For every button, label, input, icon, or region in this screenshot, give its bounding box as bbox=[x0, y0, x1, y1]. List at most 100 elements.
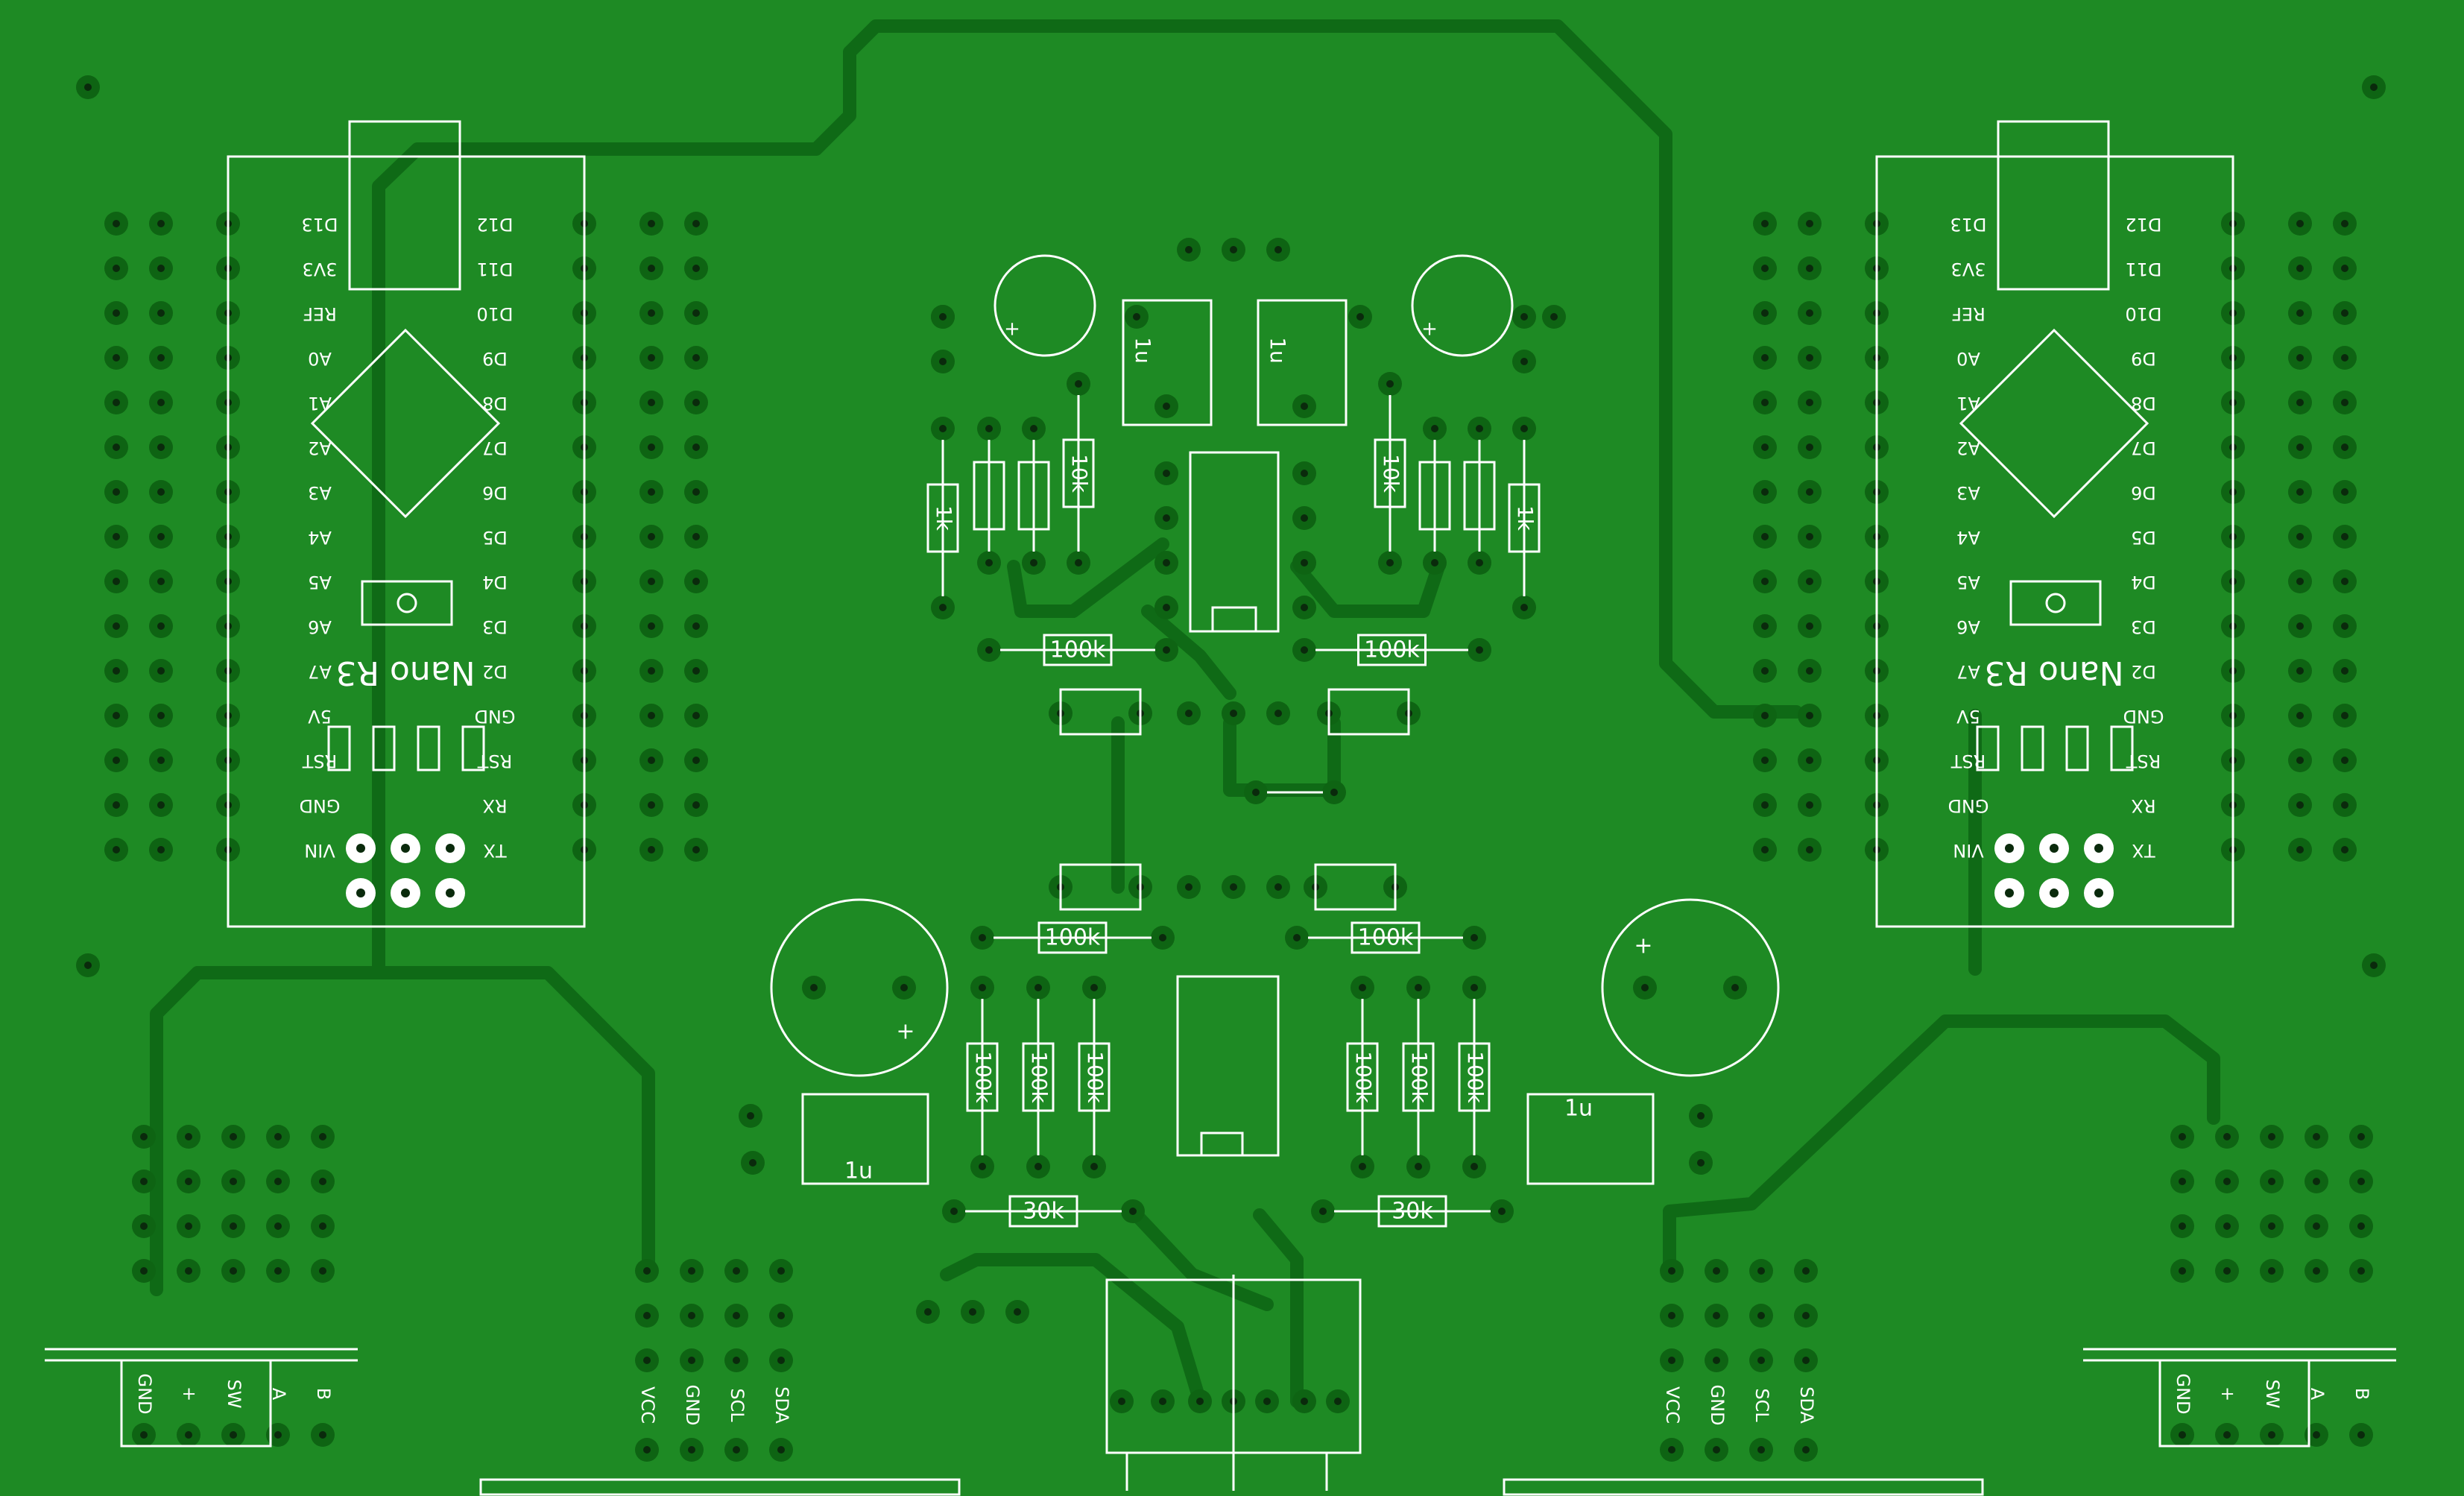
pad-hole bbox=[1263, 1398, 1271, 1405]
encoder-label-a: A bbox=[2307, 1388, 2328, 1401]
pad-hole bbox=[2341, 309, 2348, 317]
pin-label-gnd: GND bbox=[2123, 706, 2164, 727]
pad-hole bbox=[113, 622, 120, 630]
pin-label-a0: A0 bbox=[308, 348, 332, 369]
pad-hole bbox=[113, 533, 120, 540]
led-outline bbox=[461, 725, 485, 771]
pad-hole bbox=[1761, 399, 1769, 406]
pad-hole bbox=[84, 962, 92, 969]
pad-hole bbox=[2313, 1178, 2320, 1185]
icsp-hole bbox=[2050, 844, 2059, 853]
resistor-10k-left-value: 10k bbox=[1067, 454, 1092, 493]
pin-label-d9: D9 bbox=[2131, 348, 2156, 369]
pad-hole bbox=[274, 1178, 282, 1185]
resistor-1k-right bbox=[1508, 483, 1541, 553]
pad-hole bbox=[749, 1159, 756, 1167]
resistor-100k-vert-r2 bbox=[1402, 1042, 1435, 1112]
pad-hole bbox=[1757, 1446, 1765, 1454]
ic-notch-upper bbox=[1211, 606, 1257, 633]
mcu-chip-outline-left bbox=[310, 328, 501, 519]
pad-hole bbox=[2268, 1133, 2275, 1140]
pad-hole bbox=[1274, 883, 1282, 891]
pad-hole bbox=[692, 801, 700, 809]
resistor-100k-lower-right-value: 100k bbox=[1358, 925, 1414, 951]
resistor-1k-left bbox=[926, 483, 959, 553]
diode-left-b bbox=[1017, 461, 1050, 531]
pad-hole bbox=[643, 1446, 651, 1454]
pad-hole bbox=[1470, 934, 1478, 941]
pad-hole bbox=[157, 533, 165, 540]
pad-hole bbox=[1163, 470, 1170, 477]
pad-hole bbox=[157, 309, 165, 317]
cap-plus-mark: + bbox=[1421, 318, 1438, 341]
film-cap-outline-1u-lower-left bbox=[801, 1093, 929, 1185]
pin-label-d6: D6 bbox=[2131, 482, 2156, 503]
pin-label-gnd: GND bbox=[1947, 795, 1988, 816]
pad-hole bbox=[1713, 1357, 1720, 1364]
pad-hole bbox=[688, 1446, 695, 1454]
pad-hole bbox=[1386, 559, 1394, 566]
pad-hole bbox=[157, 265, 165, 272]
pad-hole bbox=[2296, 622, 2304, 630]
pad-hole bbox=[1196, 1398, 1204, 1405]
pad-hole bbox=[2296, 444, 2304, 451]
trace-center-5 bbox=[1126, 1205, 1274, 1311]
pad-hole bbox=[1806, 444, 1813, 451]
pad-hole bbox=[157, 846, 165, 853]
encoder-label-a: A bbox=[268, 1388, 289, 1401]
pin-label-3v3: 3V3 bbox=[303, 259, 338, 280]
cap-plus-mark: + bbox=[896, 1019, 914, 1045]
pad-hole bbox=[1761, 309, 1769, 317]
pad-hole bbox=[1806, 622, 1813, 630]
led-outline bbox=[372, 725, 396, 771]
pad-hole bbox=[643, 1267, 651, 1275]
i2c-label-sda: SDA bbox=[771, 1386, 792, 1424]
pad-hole bbox=[1550, 313, 1558, 321]
pad-hole bbox=[979, 984, 986, 991]
pin-label-rst: RST bbox=[2126, 751, 2161, 771]
pad-hole bbox=[1806, 667, 1813, 675]
pad-hole bbox=[2296, 488, 2304, 496]
pad-hole bbox=[1802, 1357, 1810, 1364]
pad-hole bbox=[1761, 533, 1769, 540]
pad-hole bbox=[648, 757, 655, 764]
icsp-hole bbox=[2005, 889, 2014, 897]
pad-hole bbox=[2313, 1267, 2320, 1275]
pad-hole bbox=[1761, 667, 1769, 675]
pad-hole bbox=[1334, 1398, 1342, 1405]
diode-right-a bbox=[1418, 461, 1451, 531]
pad-hole bbox=[733, 1446, 740, 1454]
pad-hole bbox=[157, 444, 165, 451]
pad-hole bbox=[2313, 1222, 2320, 1230]
pad-hole bbox=[2296, 533, 2304, 540]
pad-hole bbox=[648, 265, 655, 272]
pin-label-3v3: 3V3 bbox=[1951, 259, 1986, 280]
pad-hole bbox=[2341, 712, 2348, 719]
pad-hole bbox=[1476, 646, 1483, 654]
pad-hole bbox=[1075, 559, 1082, 566]
resistor-100k-vert-r2-value: 100k bbox=[1407, 1051, 1432, 1103]
pad-hole bbox=[2341, 801, 2348, 809]
pad-hole bbox=[692, 265, 700, 272]
pin-label-d2: D2 bbox=[2131, 661, 2156, 682]
resistor-100k-vert-r3-value: 100k bbox=[1463, 1051, 1488, 1103]
icsp-hole bbox=[356, 844, 365, 853]
pad-hole bbox=[810, 984, 818, 991]
pad-hole bbox=[2179, 1178, 2186, 1185]
pad-hole bbox=[157, 801, 165, 809]
icsp-hole bbox=[446, 889, 455, 897]
i2c-label-gnd: GND bbox=[1707, 1384, 1728, 1425]
pad-hole bbox=[1431, 559, 1438, 566]
pad-hole bbox=[1668, 1446, 1675, 1454]
pin-label-d9: D9 bbox=[482, 348, 508, 369]
icsp-hole bbox=[401, 889, 410, 897]
nano-outline-left bbox=[227, 155, 586, 928]
pad-hole bbox=[648, 712, 655, 719]
pad-hole bbox=[1301, 514, 1308, 522]
pin-label-tx: TX bbox=[2132, 840, 2155, 861]
pad-hole bbox=[1274, 246, 1282, 253]
resistor-30k-left-value: 30k bbox=[1023, 1199, 1064, 1225]
pad-hole bbox=[1476, 559, 1483, 566]
icsp-hole bbox=[2094, 844, 2103, 853]
